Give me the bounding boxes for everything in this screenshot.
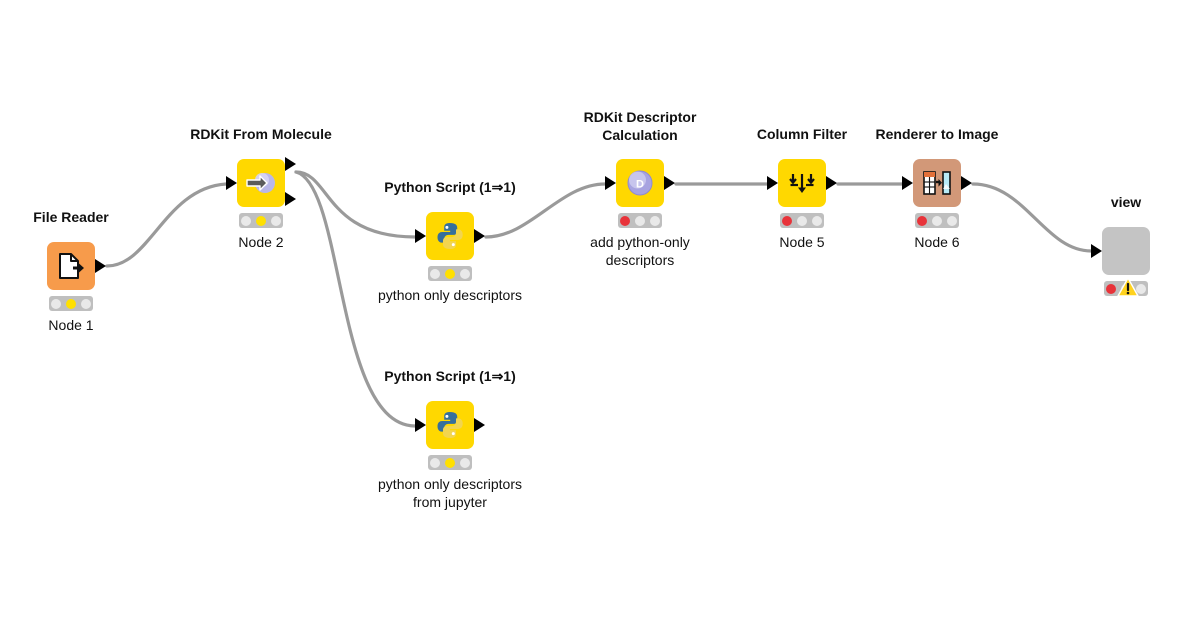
node-label: add python-only descriptors (540, 233, 740, 269)
node-title: File Reader (33, 209, 109, 225)
status-lamp-green (270, 215, 281, 226)
status-traffic-light (780, 213, 824, 228)
status-lamp-green (946, 215, 957, 226)
rdkit-from-molecule-icon (237, 159, 285, 207)
node-title: RDKit Descriptor Calculation (550, 108, 730, 144)
output-port[interactable] (961, 176, 972, 190)
status-traffic-light (915, 213, 959, 228)
output-port[interactable] (95, 259, 106, 273)
svg-text:D: D (636, 179, 644, 191)
column-filter-icon (778, 159, 826, 207)
node-box[interactable] (415, 401, 485, 449)
input-port[interactable] (415, 229, 426, 243)
status-lamp-yellow (931, 215, 942, 226)
node-title: RDKit From Molecule (190, 126, 332, 142)
node-label-line-1: add python-only (590, 234, 690, 250)
input-port[interactable] (605, 176, 616, 190)
node-label: Node 2 (238, 234, 284, 250)
node-title: Python Script (1⇒1) (384, 179, 516, 195)
file-reader-icon (47, 242, 95, 290)
node-label: Node 6 (914, 234, 960, 250)
node-title-line-1: RDKit Descriptor (583, 109, 697, 125)
status-lamp-green (459, 268, 470, 279)
node-title: Python Script (1⇒1) (384, 368, 516, 384)
view-placeholder-icon[interactable] (1091, 227, 1150, 275)
edge-rdkit-to-python-lower[interactable] (294, 170, 417, 428)
edge-renderer-to-view[interactable] (971, 182, 1093, 253)
input-port[interactable] (902, 176, 913, 190)
input-port[interactable] (415, 418, 426, 432)
input-port[interactable] (767, 176, 778, 190)
node-label: Node 1 (48, 317, 94, 333)
status-traffic-light (428, 455, 472, 470)
status-lamp-green (649, 215, 660, 226)
status-lamp-green (80, 298, 91, 309)
status-lamp-red (917, 215, 928, 226)
status-lamp-yellow (796, 215, 807, 226)
status-lamp-red (1106, 283, 1117, 294)
status-lamp-red (430, 457, 441, 468)
output-port[interactable] (664, 176, 675, 190)
output-port-2[interactable] (285, 192, 296, 206)
status-traffic-light (618, 213, 662, 228)
node-box[interactable] (415, 212, 485, 260)
node-title-line-2: Calculation (602, 127, 678, 143)
status-traffic-light (239, 213, 283, 228)
status-lamp-yellow (65, 298, 76, 309)
status-lamp-yellow (255, 215, 266, 226)
python-icon (426, 212, 474, 260)
status-lamp-yellow (444, 457, 455, 468)
output-port[interactable] (474, 418, 485, 432)
status-traffic-light (49, 296, 93, 311)
node-label: python only descriptors from jupyter (350, 475, 550, 511)
edge-python-to-descriptor[interactable] (484, 182, 607, 239)
node-box[interactable] (47, 242, 106, 290)
status-lamp-yellow (444, 268, 455, 279)
node-box[interactable]: D (605, 159, 675, 207)
node-box[interactable] (226, 157, 296, 207)
python-icon (426, 401, 474, 449)
status-traffic-light (1104, 277, 1148, 297)
status-lamp-red (51, 298, 62, 309)
node-title: view (1110, 194, 1142, 210)
status-lamp-yellow (634, 215, 645, 226)
status-lamp-green (811, 215, 822, 226)
edge-rdkit-to-python-upper[interactable] (294, 170, 417, 239)
status-lamp-red (241, 215, 252, 226)
edge-file-reader-to-rdkit[interactable] (105, 182, 228, 268)
descriptor-sphere-icon: D (616, 159, 664, 207)
input-port[interactable] (1091, 244, 1102, 258)
output-port[interactable] (474, 229, 485, 243)
node-label-line-2: descriptors (605, 252, 675, 268)
status-lamp-red (782, 215, 793, 226)
output-port-1[interactable] (285, 157, 296, 171)
renderer-to-image-icon (913, 159, 961, 207)
node-box[interactable] (902, 159, 972, 207)
node-label-line-2: from jupyter (413, 494, 487, 510)
node-label: python only descriptors (378, 287, 522, 303)
status-lamp-red (620, 215, 631, 226)
warning-icon[interactable] (1117, 277, 1139, 298)
status-lamp-red (430, 268, 441, 279)
node-title: Column Filter (756, 126, 848, 142)
node-label: Node 5 (779, 234, 825, 250)
node-label-line-1: python only descriptors (378, 476, 522, 492)
input-port[interactable] (226, 176, 237, 190)
status-lamp-green (1135, 283, 1146, 294)
status-lamp-green (459, 457, 470, 468)
output-port[interactable] (826, 176, 837, 190)
node-title: Renderer to Image (875, 126, 999, 142)
node-box[interactable] (767, 159, 837, 207)
status-traffic-light (428, 266, 472, 281)
